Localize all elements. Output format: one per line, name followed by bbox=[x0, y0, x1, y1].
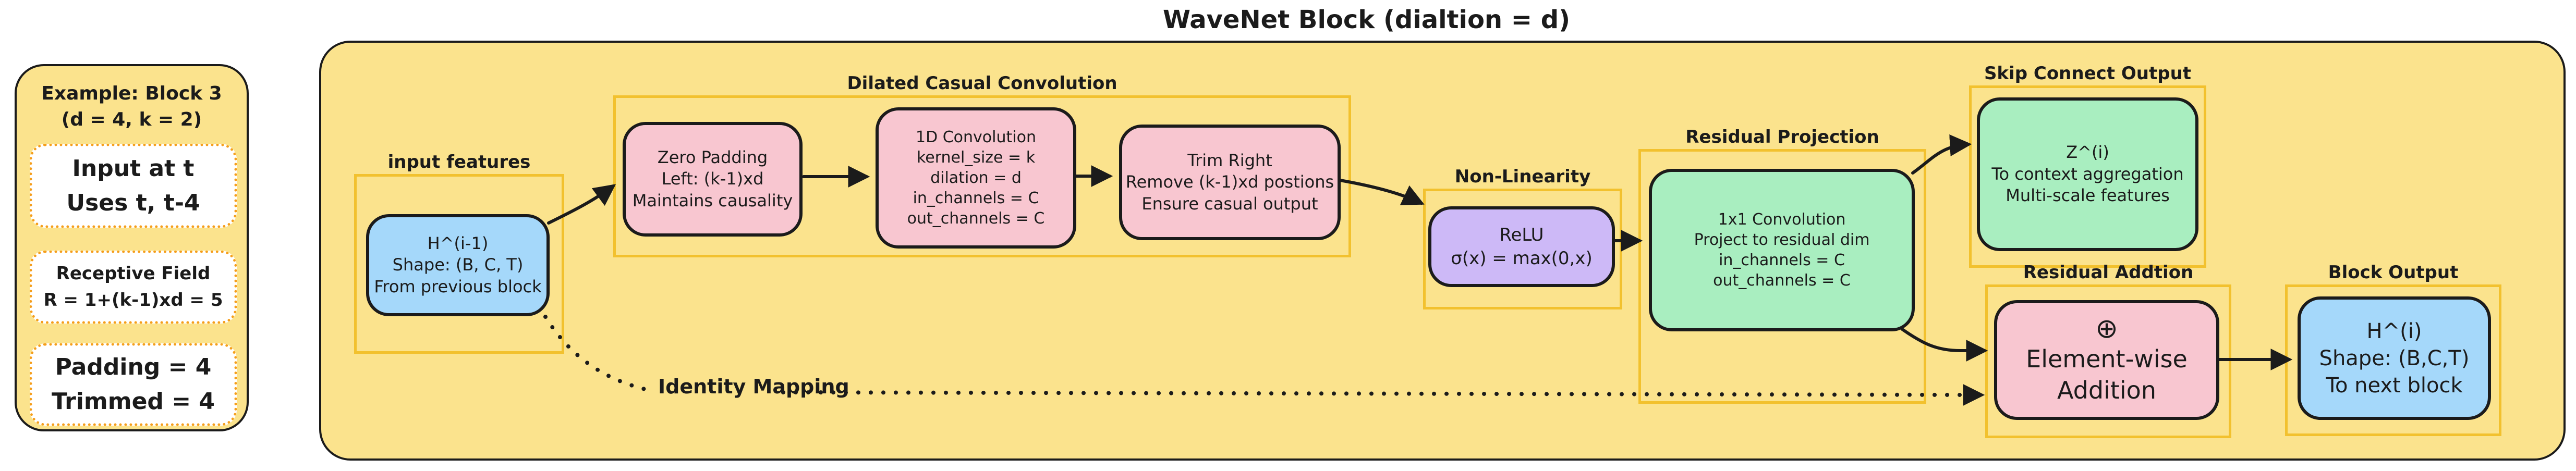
example-title-line2: (d = 4, k = 2) bbox=[61, 109, 202, 131]
node-line: ReLU bbox=[1499, 225, 1544, 246]
node-skip-output: Z^(i) To context aggregation Multi-scale… bbox=[1977, 97, 2198, 251]
section-label-residual-projection: Residual Projection bbox=[1685, 127, 1879, 147]
section-label-non-linearity: Non-Linearity bbox=[1454, 166, 1591, 187]
card-input-at-t: Input at t Uses t, t-4 bbox=[30, 144, 237, 228]
example-panel: Example: Block 3 (d = 4, k = 2) Input at… bbox=[15, 64, 249, 431]
node-line: Addition bbox=[2057, 376, 2156, 404]
card-line: Trimmed = 4 bbox=[51, 388, 215, 415]
circled-plus-icon: ⊕ bbox=[2095, 313, 2118, 344]
node-line: dilation = d bbox=[930, 169, 1022, 187]
section-dilated-casual-convolution: Dilated Casual Convolution bbox=[613, 73, 1351, 257]
card-line: R = 1+(k-1)xd = 5 bbox=[43, 290, 223, 311]
node-1x1-convolution: 1x1 Convolution Project to residual dim … bbox=[1649, 169, 1915, 331]
node-line: H^(i) bbox=[2366, 319, 2422, 343]
node-line: Left: (k-1)xd bbox=[661, 169, 764, 189]
node-trim-right: Trim Right Remove (k-1)xd postions Ensur… bbox=[1119, 125, 1341, 240]
node-line: kernel_size = k bbox=[916, 148, 1036, 167]
node-line: Z^(i) bbox=[2066, 142, 2109, 163]
node-line: in_channels = C bbox=[913, 189, 1039, 207]
section-residual-projection: Residual Projection bbox=[1638, 127, 1926, 404]
card-line: Receptive Field bbox=[56, 263, 211, 284]
node-line: Ensure casual output bbox=[1141, 193, 1318, 214]
card-line: Uses t, t-4 bbox=[66, 189, 200, 216]
section-label-dilated: Dilated Casual Convolution bbox=[847, 73, 1117, 94]
node-line: 1D Convolution bbox=[916, 128, 1036, 146]
node-line: Project to residual dim bbox=[1694, 231, 1870, 249]
card-receptive-field: Receptive Field R = 1+(k-1)xd = 5 bbox=[30, 251, 237, 324]
node-line: Maintains causality bbox=[632, 190, 793, 210]
card-padding-trimmed: Padding = 4 Trimmed = 4 bbox=[30, 343, 237, 426]
section-non-linearity: Non-Linearity bbox=[1423, 166, 1622, 309]
card-line: Input at t bbox=[72, 155, 195, 182]
card-line: Padding = 4 bbox=[55, 354, 212, 380]
node-line: H^(i-1) bbox=[427, 233, 489, 253]
node-line: σ(x) = max(0,x) bbox=[1451, 247, 1593, 269]
example-title-line1: Example: Block 3 bbox=[41, 83, 222, 104]
node-input: H^(i-1) Shape: (B, C, T) From previous b… bbox=[366, 214, 550, 316]
example-panel-title: Example: Block 3 (d = 4, k = 2) bbox=[17, 81, 247, 133]
page-title: WaveNet Block (dialtion = d) bbox=[1163, 5, 1571, 34]
section-label-block-output: Block Output bbox=[2328, 262, 2459, 283]
node-line: in_channels = C bbox=[1719, 251, 1845, 269]
section-label-residual-addition: Residual Addtion bbox=[2023, 262, 2194, 283]
identity-mapping-label: Identity Mapping bbox=[658, 375, 849, 398]
node-line: To next block bbox=[2326, 373, 2463, 398]
node-line: Trim Right bbox=[1187, 150, 1272, 170]
node-elementwise-addition: ⊕ Element-wise Addition bbox=[1994, 300, 2219, 420]
node-line: out_channels = C bbox=[907, 209, 1045, 228]
node-line: out_channels = C bbox=[1713, 271, 1851, 290]
node-line: To context aggregation bbox=[1991, 164, 2184, 184]
node-line: Shape: (B, C, T) bbox=[392, 255, 524, 275]
wavenet-block-panel: input features H^(i-1) Shape: (B, C, T) … bbox=[319, 41, 2566, 461]
node-zero-padding: Zero Padding Left: (k-1)xd Maintains cau… bbox=[623, 122, 803, 237]
node-line: Zero Padding bbox=[657, 147, 768, 167]
section-label-skip-connect: Skip Connect Output bbox=[1984, 63, 2192, 84]
node-line: 1x1 Convolution bbox=[1718, 210, 1846, 229]
node-line: Shape: (B,C,T) bbox=[2319, 346, 2470, 370]
node-line: Element-wise bbox=[2026, 344, 2188, 373]
node-line: Remove (k-1)xd postions bbox=[1125, 172, 1334, 192]
node-block-output: H^(i) Shape: (B,C,T) To next block bbox=[2298, 296, 2491, 420]
node-line: Multi-scale features bbox=[2006, 185, 2170, 206]
node-relu: ReLU σ(x) = max(0,x) bbox=[1428, 206, 1615, 287]
section-label-input-features: input features bbox=[387, 152, 531, 172]
section-input-features: input features bbox=[354, 152, 564, 354]
section-skip-connect-output: Skip Connect Output bbox=[1969, 63, 2206, 268]
node-1d-convolution: 1D Convolution kernel_size = k dilation … bbox=[876, 107, 1076, 249]
node-line: From previous block bbox=[374, 276, 542, 296]
